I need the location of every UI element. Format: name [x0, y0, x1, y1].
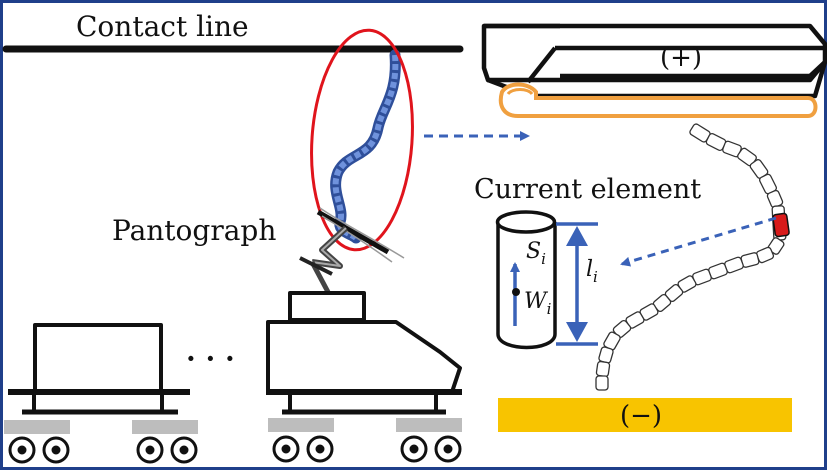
negative-electrode — [498, 398, 792, 432]
wagon-wheels — [8, 436, 198, 464]
pantograph-label: Pantograph — [112, 214, 276, 247]
s-symbol: S — [526, 239, 541, 264]
highlighted-current-element — [772, 212, 790, 238]
locomotive-wheels — [272, 435, 462, 463]
arc-highlight-ellipse — [310, 28, 414, 252]
s-subscript: i — [541, 250, 546, 268]
electric-arc — [330, 49, 401, 244]
s-i-symbol: Si — [526, 239, 546, 268]
wagon — [8, 323, 190, 415]
current-element-label: Current element — [474, 174, 701, 205]
w-subscript: i — [547, 300, 552, 318]
pantograph — [299, 207, 405, 294]
locomotive-front-pad — [268, 418, 334, 432]
locomotive-rear-pad — [396, 418, 462, 432]
w-i-symbol: Wi — [524, 289, 552, 318]
locomotive — [266, 291, 462, 415]
contact-strip — [498, 82, 818, 118]
wagon-rear-pad — [132, 420, 198, 434]
l-symbol: l — [586, 257, 593, 282]
positive-electrode-label: (+) — [660, 43, 702, 73]
ellipsis-dots: · · · — [186, 342, 235, 375]
arc-element-chain — [595, 123, 787, 391]
length-dimension — [556, 222, 598, 346]
l-subscript: i — [593, 268, 598, 286]
w-symbol: W — [524, 289, 549, 314]
arc-element-segment — [595, 375, 609, 391]
wagon-front-pad — [4, 420, 70, 434]
element-zoom-arrow — [620, 216, 777, 267]
current-element-cylinder — [495, 210, 557, 350]
centroid-dot — [512, 288, 520, 296]
l-i-symbol: li — [586, 257, 598, 286]
arc-element-segment — [595, 360, 611, 378]
contact-line-label: Contact line — [76, 10, 249, 43]
positive-electrode — [481, 23, 827, 99]
negative-electrode-label: (−) — [620, 401, 662, 431]
